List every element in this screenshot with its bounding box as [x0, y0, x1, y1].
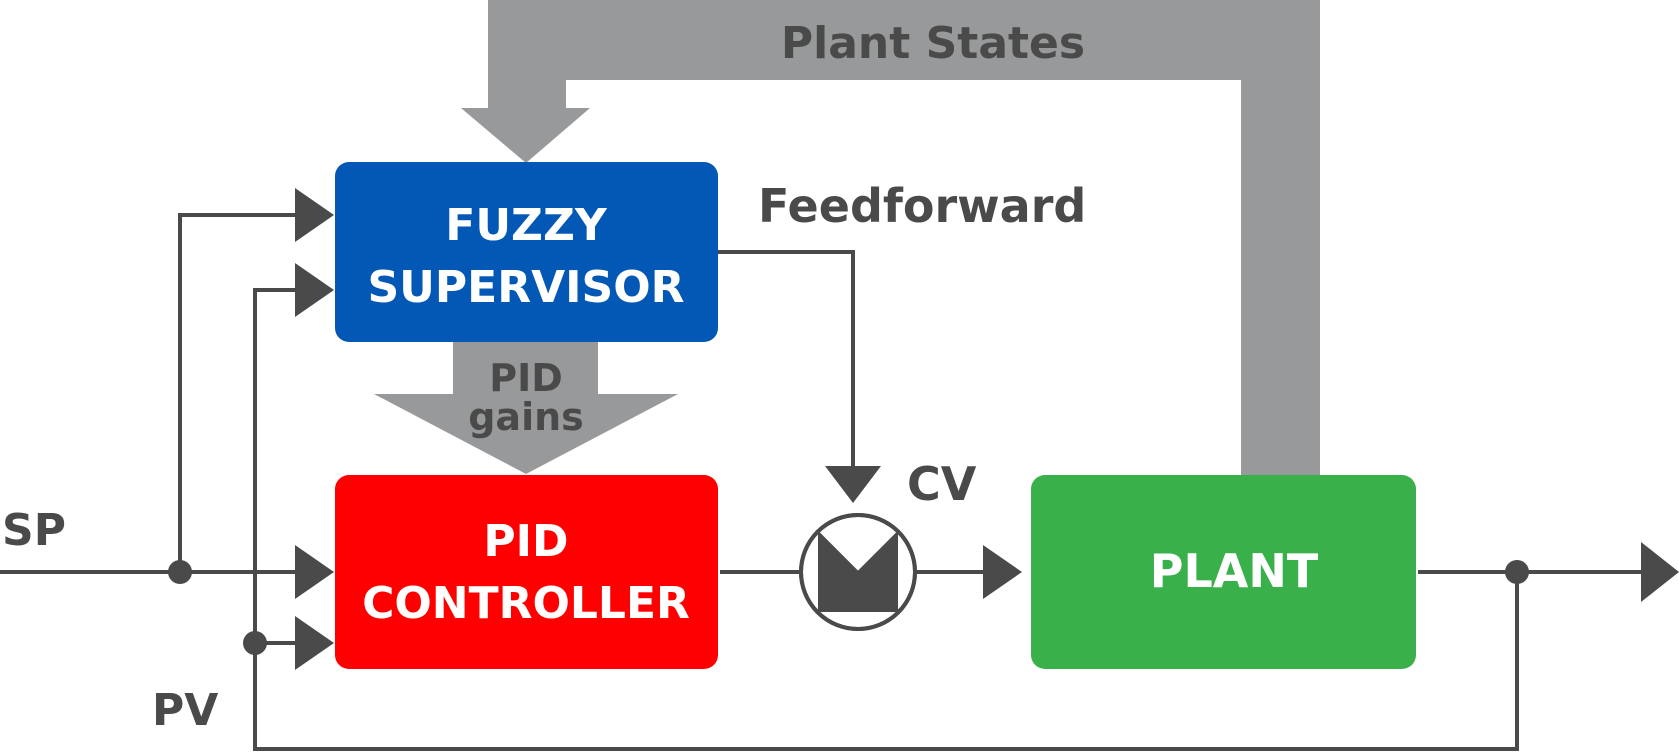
fuzzy-supervisor-block [335, 162, 718, 342]
fuzzy-supervisor-label-line1: FUZZY [445, 200, 608, 251]
pid-controller-block [335, 475, 718, 669]
cv-label: CV [907, 457, 977, 511]
pid-controller-label-line2: CONTROLLER [362, 578, 690, 629]
pid-gains-label-line2: gains [468, 395, 584, 439]
plant-label: PLANT [1150, 544, 1319, 598]
fuzzy-supervisor-label-line2: SUPERVISOR [367, 262, 684, 313]
pid-controller-label-line1: PID [483, 516, 568, 567]
output-arrowhead [1641, 542, 1679, 602]
pv-junction-dot [243, 631, 267, 655]
signal-lines [0, 213, 1645, 751]
arrowheads [295, 188, 1679, 670]
pid-gains-label-line1: PID [489, 356, 563, 400]
sp-junction-dot [168, 560, 192, 584]
plant-block [1031, 475, 1416, 669]
feedforward-arrowhead [825, 466, 881, 503]
summing-junction [799, 513, 917, 631]
plant-states-label: Plant States [781, 18, 1085, 69]
pv-to-fuzzy-arrowhead [295, 263, 334, 317]
output-junction-dot [1505, 560, 1529, 584]
plant-states-arrow [461, 0, 1320, 475]
sp-branch-line [178, 213, 300, 572]
feedforward-line [716, 250, 855, 470]
sp-to-fuzzy-arrowhead [295, 188, 334, 242]
cv-to-plant-arrowhead [983, 545, 1022, 599]
pv-feedback-line [253, 288, 1519, 751]
sp-to-pid-arrowhead [295, 545, 334, 599]
pv-to-pid-arrowhead [295, 616, 334, 670]
sp-label: SP [2, 505, 66, 556]
feedforward-label: Feedforward [758, 179, 1086, 233]
pid-gains-arrow [374, 340, 678, 474]
pv-label: PV [152, 685, 218, 736]
